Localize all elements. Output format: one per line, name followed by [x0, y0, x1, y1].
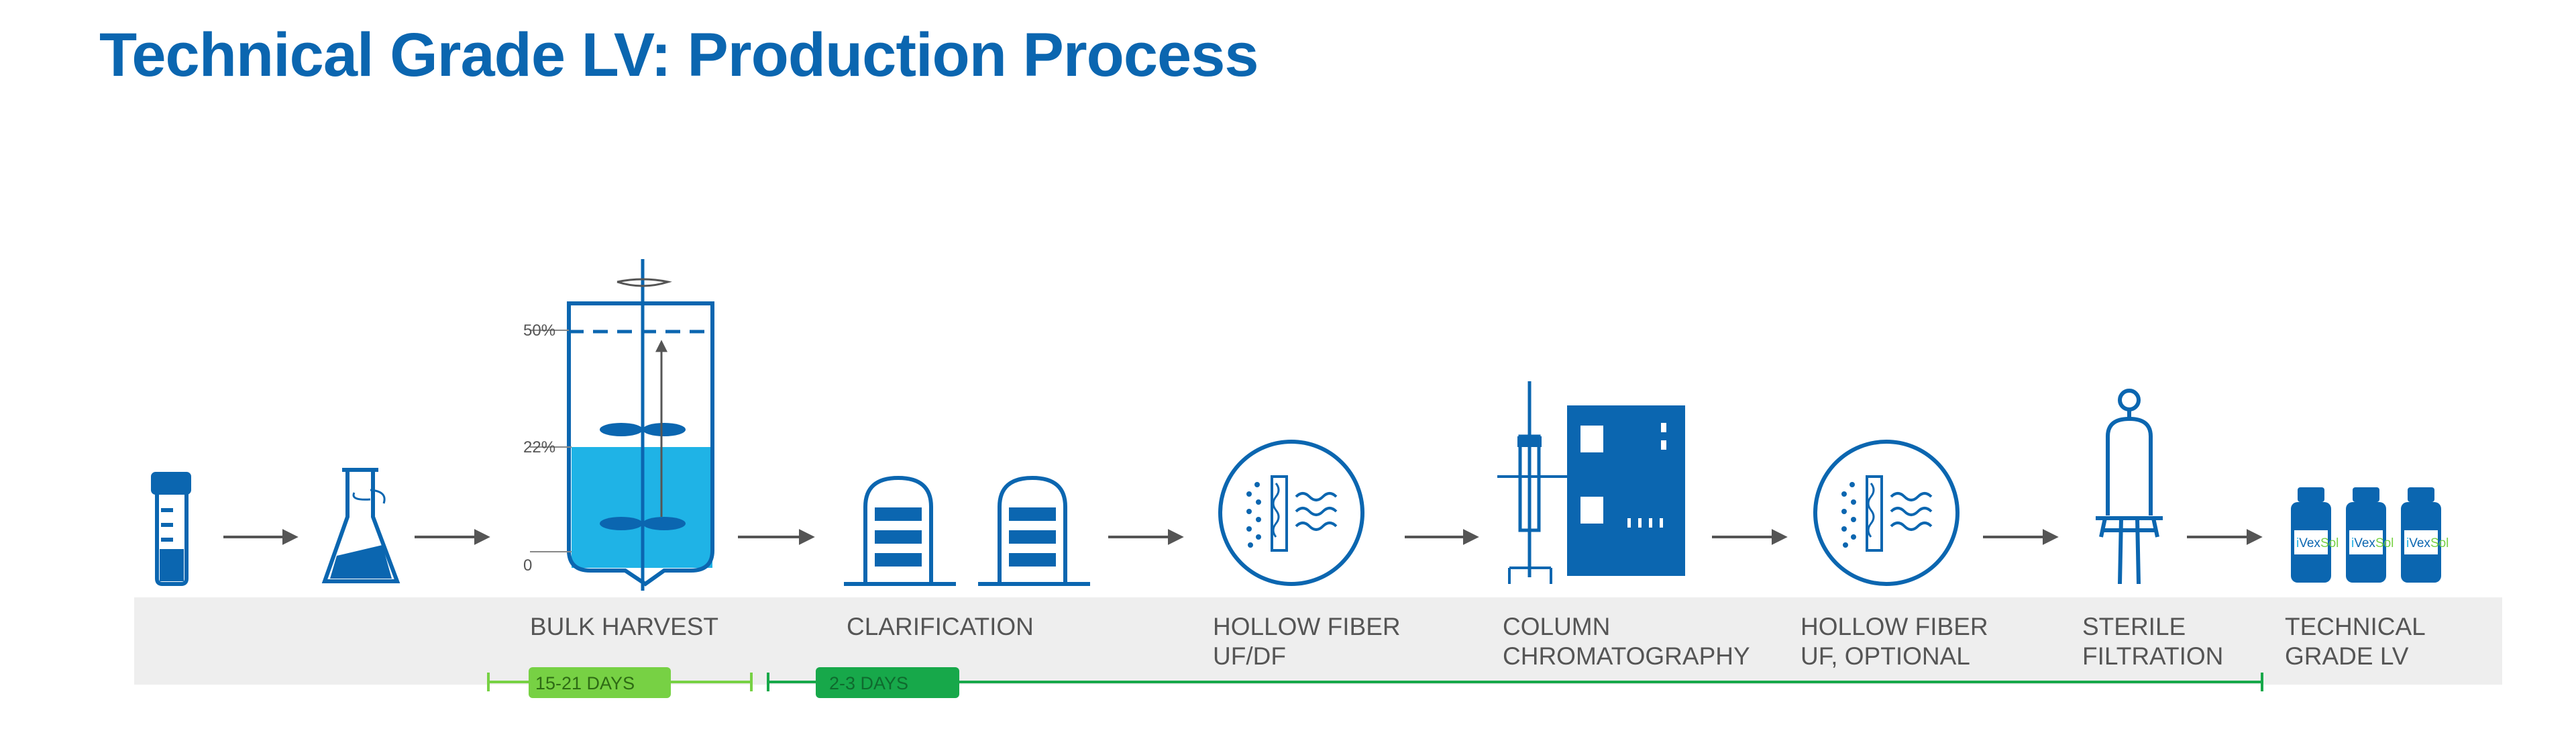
level-50-label: 50%	[523, 322, 555, 340]
step-label-sterile: STERILE	[2082, 613, 2186, 640]
depth-filter-icon	[978, 475, 1090, 586]
vial-brand-logo: iVexSol	[2296, 536, 2339, 550]
hollow-fiber-icon	[1813, 440, 1960, 586]
label-band	[134, 597, 2502, 685]
step-label-hollow-fiber-1: HOLLOW FIBER	[1213, 613, 1401, 640]
level-0-label: 0	[523, 556, 532, 575]
step-label-hollow-fiber-1-sub: UF/DF	[1213, 642, 1286, 670]
culture-tube-icon	[151, 472, 191, 586]
depth-filter-icon	[844, 475, 956, 586]
timeline-phase-1-label: 15-21 DAYS	[535, 673, 635, 693]
step-label-hollow-fiber-2-sub: UF, OPTIONAL	[1801, 642, 1970, 670]
vial-brand-logo: iVexSol	[2351, 536, 2394, 550]
step-label-hollow-fiber-2: HOLLOW FIBER	[1801, 613, 1988, 640]
step-label-column-sub: CHROMATOGRAPHY	[1503, 642, 1750, 670]
timeline-phase-1	[487, 667, 753, 698]
level-22-label: 22%	[523, 438, 555, 456]
step-label-sterile-sub: FILTRATION	[2082, 642, 2223, 670]
hollow-fiber-icon	[1218, 440, 1364, 586]
vial-icon	[2346, 487, 2386, 583]
page-title: Technical Grade LV: Production Process	[99, 21, 1259, 89]
vial-icon	[2401, 487, 2441, 583]
vial-icon	[2291, 487, 2331, 583]
bioreactor-icon	[530, 259, 714, 591]
sterile-filter-icon	[2096, 389, 2163, 585]
timeline-phase-2	[767, 667, 2263, 698]
vial-brand-logo: iVexSol	[2406, 536, 2449, 550]
shake-flask-icon	[321, 468, 400, 583]
timeline-phase-2-label: 2-3 DAYS	[829, 673, 908, 693]
step-label-column: COLUMN	[1503, 613, 1610, 640]
chromatography-system-icon	[1497, 381, 1685, 584]
step-label-clarification: CLARIFICATION	[847, 613, 1034, 640]
step-label-technical-sub: GRADE LV	[2285, 642, 2409, 670]
step-label-technical: TECHNICAL	[2285, 613, 2426, 640]
step-label-bulk-harvest: BULK HARVEST	[530, 613, 718, 640]
